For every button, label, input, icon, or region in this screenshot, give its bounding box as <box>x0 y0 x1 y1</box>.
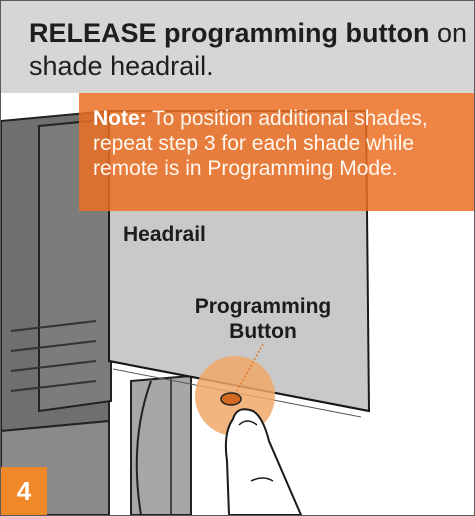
note-body: To position additional shades, repeat st… <box>93 107 428 180</box>
fingernail <box>238 420 258 426</box>
finger-pointer-icon <box>224 408 303 515</box>
button-label-line-2: Button <box>229 320 297 343</box>
instruction-action: RELEASE programming button <box>29 18 430 48</box>
instruction-suffix: on <box>429 18 468 48</box>
instruction-header: RELEASE programming button on shade head… <box>1 1 474 93</box>
finger-crease <box>250 477 274 482</box>
headrail-label: Headrail <box>123 223 206 246</box>
leader-line <box>236 343 264 392</box>
instruction-line-2: shade headrail. <box>29 51 214 81</box>
programming-button-label: Programming Button <box>183 294 343 344</box>
instruction-line-1: RELEASE programming button on <box>29 17 467 49</box>
note-text: Note: To position additional shades, rep… <box>93 106 466 181</box>
note-label: Note: <box>93 107 147 130</box>
bracket-curve <box>135 380 152 515</box>
step-number-badge: 4 <box>1 467 47 515</box>
note-box: Note: To position additional shades, rep… <box>79 93 474 211</box>
bracket-post <box>130 374 192 515</box>
button-label-line-1: Programming <box>194 295 332 318</box>
bracket-stripes <box>10 320 97 392</box>
programming-button-icon <box>220 392 242 406</box>
